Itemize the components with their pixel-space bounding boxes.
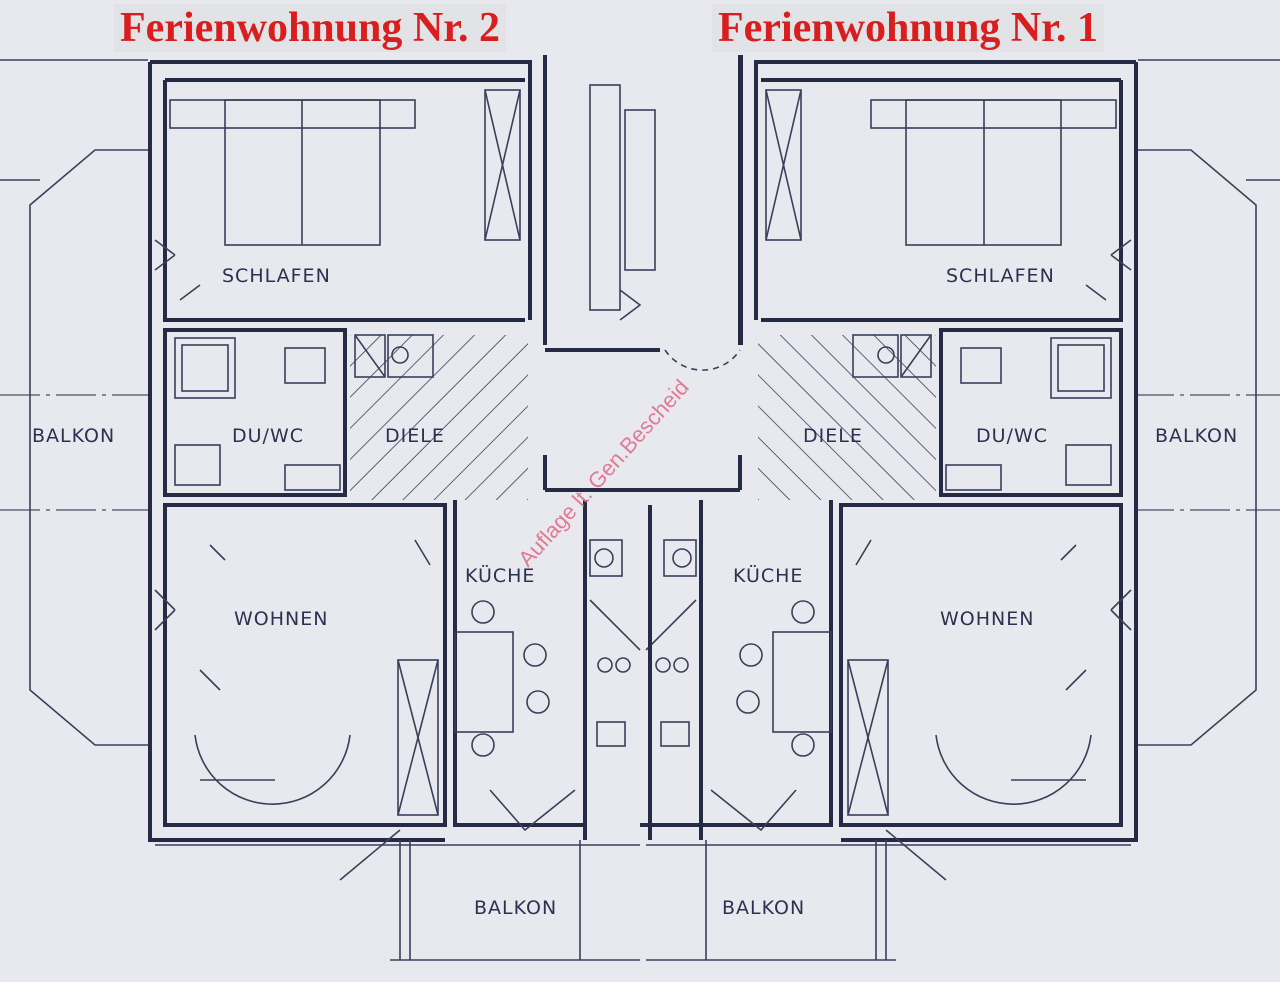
label-schlafen-2: SCHLAFEN bbox=[222, 265, 331, 287]
label-kueche-1: KÜCHE bbox=[733, 564, 803, 587]
label-balkon-side-2: BALKON bbox=[32, 425, 115, 447]
label-kueche-2: KÜCHE bbox=[465, 564, 535, 587]
approval-stamp: Auflage lt. Gen.Bescheid bbox=[513, 375, 694, 572]
unit-2-title: Ferienwohnung Nr. 2 bbox=[114, 4, 506, 52]
label-balkon-side-1: BALKON bbox=[1155, 425, 1238, 447]
label-schlafen-1: SCHLAFEN bbox=[946, 265, 1055, 287]
label-balkon-bottom-2: BALKON bbox=[474, 897, 557, 919]
label-diele-1: DIELE bbox=[803, 425, 863, 447]
label-duwc-2: DU/WC bbox=[232, 425, 304, 447]
unit-2-plan bbox=[0, 53, 642, 962]
label-balkon-bottom-1: BALKON bbox=[722, 897, 805, 919]
label-diele-2: DIELE bbox=[385, 425, 445, 447]
label-wohnen-1: WOHNEN bbox=[940, 608, 1034, 630]
label-wohnen-2: WOHNEN bbox=[234, 608, 328, 630]
stairwell bbox=[543, 55, 742, 840]
label-duwc-1: DU/WC bbox=[976, 425, 1048, 447]
unit-1-title: Ferienwohnung Nr. 1 bbox=[712, 4, 1104, 52]
